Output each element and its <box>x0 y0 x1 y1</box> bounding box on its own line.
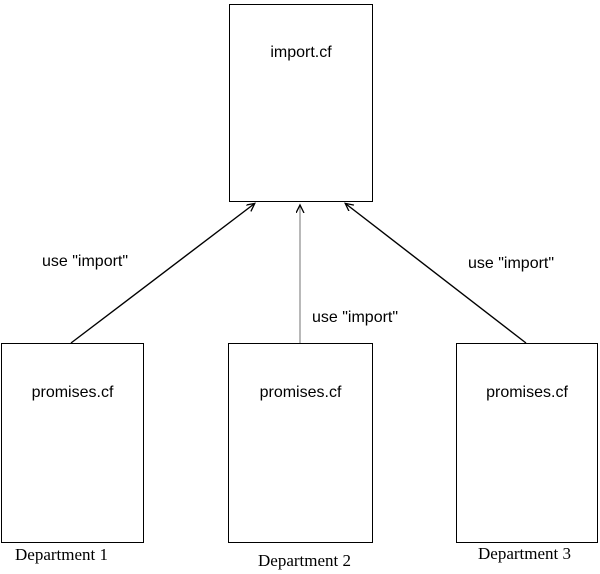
promises-cf-box-dept1: promises.cf <box>1 343 144 543</box>
promises-cf-label-dept2: promises.cf <box>259 384 342 401</box>
edge-arrow-left <box>70 204 254 344</box>
department-1-caption: Department 1 <box>15 545 108 564</box>
department-3-caption: Department 3 <box>478 544 571 563</box>
edge-label-use-import-right: use "import" <box>468 255 555 272</box>
edge-label-use-import-left: use "import" <box>42 253 129 270</box>
promises-cf-label-dept1: promises.cf <box>31 384 114 401</box>
edge-label-use-import-middle: use "import" <box>312 309 399 326</box>
promises-cf-box-dept2: promises.cf <box>228 343 373 543</box>
department-2-caption: Department 2 <box>258 551 351 570</box>
promises-cf-label-dept3: promises.cf <box>486 384 568 401</box>
import-cf-box: import.cf <box>229 4 373 202</box>
promises-cf-box-dept3: promises.cf <box>456 343 598 543</box>
edge-arrow-right <box>346 204 527 344</box>
import-cf-label: import.cf <box>270 44 332 61</box>
